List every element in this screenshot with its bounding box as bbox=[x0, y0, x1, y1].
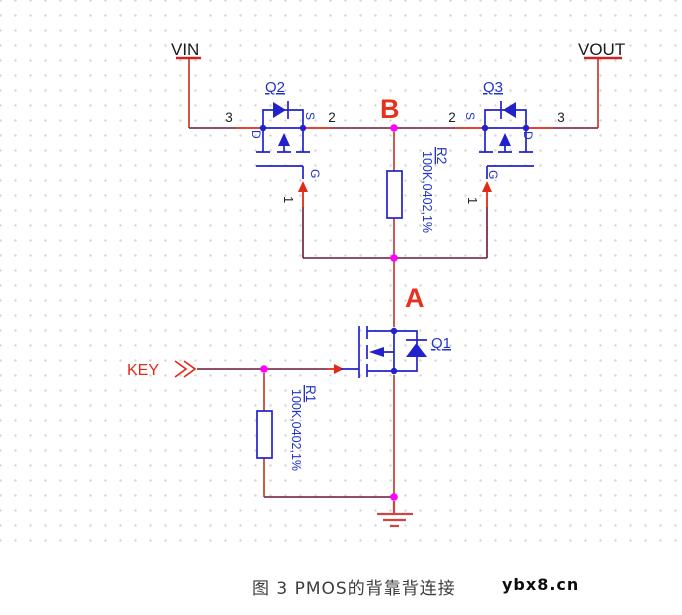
q2-source-dot bbox=[299, 124, 307, 132]
junction-gate-bus bbox=[390, 254, 398, 262]
q3-source-dot bbox=[481, 124, 489, 132]
watermark: ybx8.cn bbox=[502, 575, 580, 594]
q3-body bbox=[484, 109, 527, 129]
ground-symbol-icon bbox=[377, 501, 413, 528]
r1-value: 100K,0402,1% bbox=[289, 389, 303, 471]
figure-caption: 图 3 PMOS的背靠背连接 bbox=[252, 579, 456, 599]
q2-pmos-symbol bbox=[256, 101, 310, 179]
q2-terminal-s: S bbox=[303, 112, 317, 120]
arrow-up-icon bbox=[482, 181, 492, 192]
junction-key bbox=[260, 365, 268, 373]
key-port-chevron-icon bbox=[174, 360, 197, 378]
q3-drain-dot bbox=[522, 124, 530, 132]
q3-designator: Q3 bbox=[483, 79, 503, 96]
q2-pin3-number: 3 bbox=[225, 110, 233, 125]
q1-body-diode-icon bbox=[406, 343, 427, 357]
q2-body-diode-icon bbox=[273, 102, 286, 118]
q3-pin3-number: 3 bbox=[557, 110, 565, 125]
pin-arrowheads bbox=[298, 181, 492, 374]
q2-drain-dot bbox=[259, 124, 267, 132]
q2-legs bbox=[262, 131, 304, 152]
q1-source-dot bbox=[390, 367, 398, 375]
r2-resistor-body bbox=[386, 170, 403, 219]
junction-ground bbox=[390, 493, 398, 501]
q3-terminal-g: G bbox=[486, 170, 500, 179]
q1-designator: Q1 bbox=[431, 335, 451, 352]
vout-label: VOUT bbox=[578, 40, 625, 59]
q3-terminal-d: D bbox=[521, 131, 535, 140]
q3-body-diode-icon bbox=[503, 102, 516, 118]
q3-pin1-number: 1 bbox=[465, 197, 480, 204]
q2-terminal-g: G bbox=[308, 169, 322, 178]
r2-value: 100K,0402,1% bbox=[420, 151, 434, 233]
q2-pin2-number: 2 bbox=[328, 110, 336, 125]
q1-drain-dot bbox=[390, 327, 398, 335]
junctions bbox=[260, 124, 398, 501]
q3-pmos-symbol bbox=[479, 101, 534, 179]
q1-nmos-symbol bbox=[341, 326, 427, 378]
dot-grid-background bbox=[0, 0, 682, 548]
key-label: KEY bbox=[127, 362, 159, 379]
q1-substrate-arrow-icon bbox=[369, 347, 384, 357]
wires bbox=[189, 127, 598, 498]
schematic-canvas: VIN VOUT KEY B A Q2 Q3 Q1 3 2 2 3 1 1 D … bbox=[127, 40, 625, 528]
wires-vertical bbox=[188, 58, 599, 497]
q2-substrate-arrow-icon bbox=[278, 133, 290, 146]
q1-legs bbox=[367, 330, 394, 372]
q3-legs bbox=[484, 131, 527, 152]
q2-pin1-number: 1 bbox=[281, 196, 296, 203]
r2-designator: R2 bbox=[434, 147, 449, 164]
arrow-up-icon bbox=[298, 181, 308, 192]
q2-terminal-d: D bbox=[249, 130, 263, 139]
q3-substrate-arrow-icon bbox=[499, 133, 511, 146]
junction-node-b bbox=[390, 124, 398, 132]
pins bbox=[236, 127, 553, 370]
caption-row: 图 3 PMOS的背靠背连接 ybx8.cn bbox=[0, 572, 682, 602]
q3-pin2-number: 2 bbox=[448, 110, 456, 125]
q2-body bbox=[262, 109, 304, 129]
r1-resistor-body bbox=[256, 410, 273, 459]
arrow-right-icon bbox=[334, 364, 344, 374]
q2-gate-plate bbox=[256, 165, 304, 179]
net-label-a: A bbox=[405, 283, 425, 313]
q3-gate-plate bbox=[486, 165, 534, 179]
vin-label: VIN bbox=[171, 40, 199, 59]
r1-designator: R1 bbox=[303, 385, 318, 402]
q2-designator: Q2 bbox=[265, 79, 285, 96]
net-label-b: B bbox=[380, 94, 400, 124]
q3-terminal-s: S bbox=[463, 112, 477, 120]
